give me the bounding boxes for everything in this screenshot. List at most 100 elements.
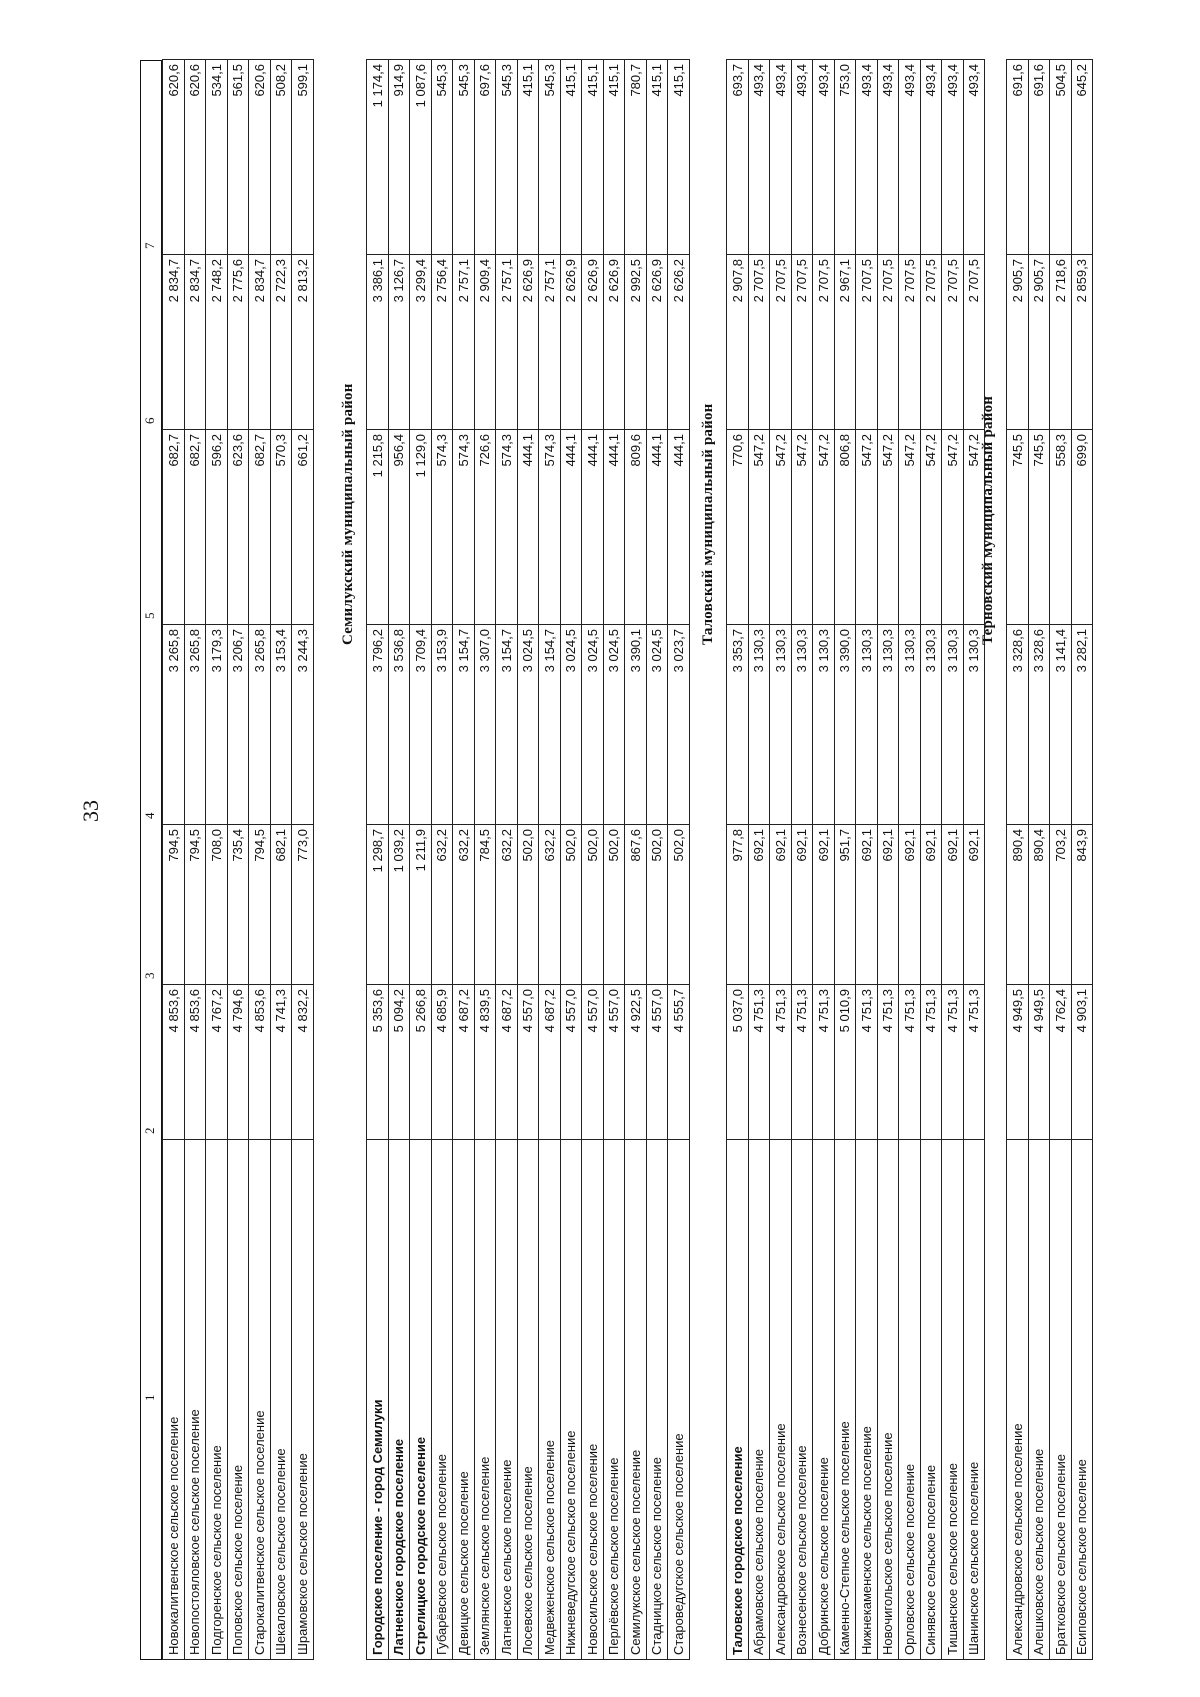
value-cell-col-2: 4 557,0 [646,984,668,1140]
value-cell-col-6: 2 626,9 [517,254,539,430]
value-cell-col-4: 3 130,3 [963,624,985,825]
value-cell-col-3: 502,0 [646,824,668,985]
value-cell-col-4: 3 353,7 [726,624,748,825]
value-cell-col-7: 504,5 [1049,59,1071,255]
column-header-7: 7 [142,242,157,250]
value-cell-col-6: 2 707,5 [855,254,877,430]
value-cell-col-3: 632,2 [495,824,517,985]
value-cell-col-2: 4 751,3 [812,984,834,1140]
settlement-name-cell: Новочигольское сельское поселение [877,1139,899,1660]
value-cell-col-5: 596,2 [205,429,227,625]
value-cell-col-5: 547,2 [855,429,877,625]
settlement-name-cell: Стадницкое сельское поселение [646,1139,668,1660]
value-cell-col-6: 2 757,1 [495,254,517,430]
value-cell-col-7: 493,4 [877,59,899,255]
value-cell-col-7: 415,1 [581,59,603,255]
value-cell-col-7: 493,4 [963,59,985,255]
settlement-name-cell: Лосевское сельское поселение [517,1139,539,1660]
section-title-talovaya: Таловский муниципальный район [700,403,716,645]
value-cell-col-5: 547,2 [769,429,791,625]
settlement-name-cell: Шекаловское сельское поселение [270,1139,292,1660]
value-cell-col-7: 493,4 [769,59,791,255]
value-cell-col-4: 3 024,5 [646,624,668,825]
value-cell-col-3: 692,1 [877,824,899,985]
value-cell-col-3: 692,1 [941,824,963,985]
value-cell-col-5: 956,4 [388,429,410,625]
value-cell-col-7: 415,1 [646,59,668,255]
value-cell-col-5: 1 215,8 [366,429,388,625]
value-cell-col-5: 699,0 [1071,429,1093,625]
value-cell-col-6: 2 626,9 [646,254,668,430]
value-cell-col-3: 692,1 [748,824,770,985]
value-cell-col-2: 4 557,0 [603,984,625,1140]
value-cell-col-2: 4 687,2 [538,984,560,1140]
value-cell-col-3: 502,0 [517,824,539,985]
value-cell-col-7: 753,0 [834,59,856,255]
value-cell-col-6: 3 126,7 [388,254,410,430]
value-cell-col-6: 2 626,9 [603,254,625,430]
value-cell-col-7: 1 174,4 [366,59,388,255]
value-cell-col-3: 1 298,7 [366,824,388,985]
value-cell-col-5: 547,2 [791,429,813,625]
value-cell-col-7: 645,2 [1071,59,1093,255]
value-cell-col-5: 745,5 [1028,429,1050,625]
value-cell-col-5: 574,3 [495,429,517,625]
value-cell-col-3: 784,5 [474,824,496,985]
settlement-name-cell: Губарёвское сельское поселение [431,1139,453,1660]
value-cell-col-4: 3 154,7 [452,624,474,825]
value-cell-col-4: 3 307,0 [474,624,496,825]
value-cell-col-3: 692,1 [898,824,920,985]
value-cell-col-6: 2 834,7 [162,254,184,430]
value-cell-col-4: 3 153,9 [431,624,453,825]
settlement-name-cell: Стрелицкое городское поселение [409,1139,431,1660]
value-cell-col-6: 2 707,5 [920,254,942,430]
column-header-2: 2 [142,1127,157,1135]
value-cell-col-2: 5 266,8 [409,984,431,1140]
value-cell-col-2: 4 751,3 [791,984,813,1140]
value-cell-col-6: 3 299,4 [409,254,431,430]
value-cell-col-5: 547,2 [812,429,834,625]
section-title-ternovka: Терновский муниципальный район [980,395,996,645]
settlement-name-cell: Нижневедугское сельское поселение [560,1139,582,1660]
value-cell-col-4: 3 130,3 [920,624,942,825]
value-cell-col-7: 508,2 [270,59,292,255]
settlement-name-cell: Землянское сельское поселение [474,1139,496,1660]
value-cell-col-7: 493,4 [920,59,942,255]
value-cell-col-2: 4 949,5 [1006,984,1028,1140]
value-cell-col-6: 2 707,5 [748,254,770,430]
settlement-name-cell: Шрамовское сельское поселение [291,1139,313,1660]
value-cell-col-4: 3 141,4 [1049,624,1071,825]
value-cell-col-6: 2 992,5 [624,254,646,430]
value-cell-col-5: 623,6 [227,429,249,625]
value-cell-col-5: 444,1 [646,429,668,625]
value-cell-col-3: 794,5 [162,824,184,985]
value-cell-col-3: 632,2 [431,824,453,985]
value-cell-col-3: 692,1 [855,824,877,985]
value-cell-col-5: 574,3 [538,429,560,625]
value-cell-col-4: 3 390,0 [834,624,856,825]
settlement-name-cell: Александровское сельское поселение [1006,1139,1028,1660]
value-cell-col-2: 4 751,3 [877,984,899,1140]
value-cell-col-7: 691,6 [1028,59,1050,255]
column-header-1: 1 [142,1394,157,1402]
value-cell-col-4: 3 130,3 [877,624,899,825]
value-cell-col-2: 4 687,2 [452,984,474,1140]
value-cell-col-6: 2 834,7 [248,254,270,430]
settlement-name-cell: Латненское сельское поселение [495,1139,517,1660]
settlement-name-cell: Латненское городское поселение [388,1139,410,1660]
value-cell-col-4: 3 265,8 [162,624,184,825]
value-cell-col-6: 2 834,7 [184,254,206,430]
